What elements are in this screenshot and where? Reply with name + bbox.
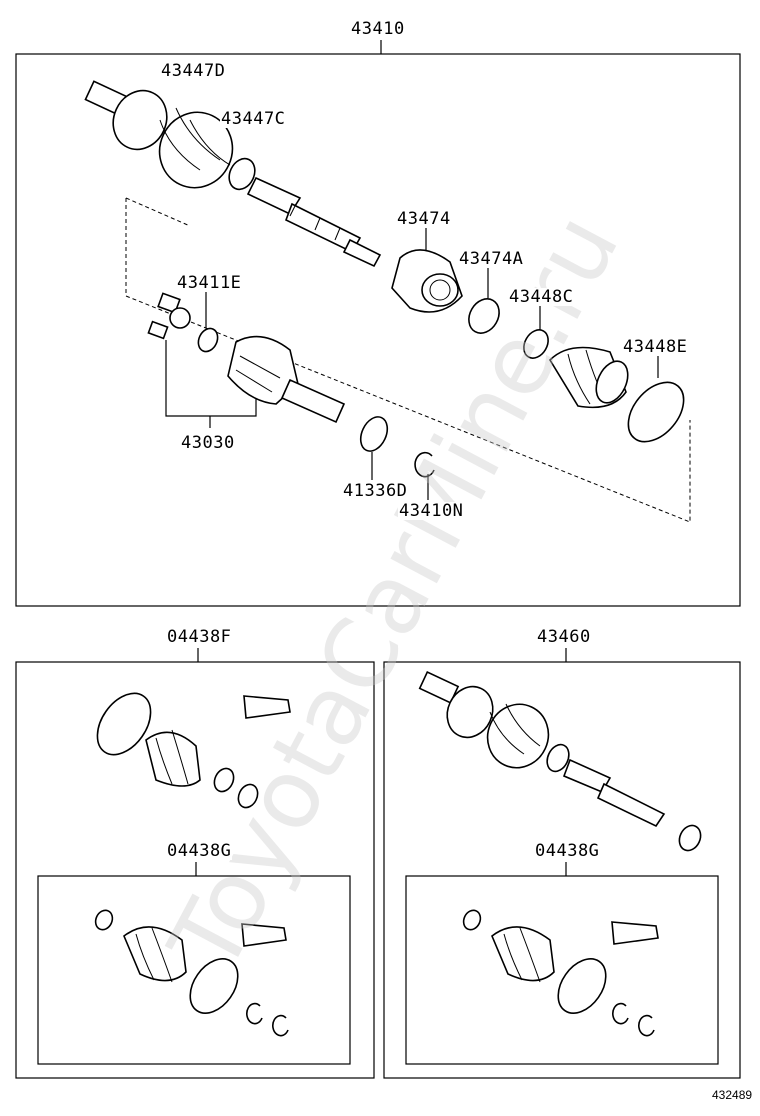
dust-seal-part[interactable]	[356, 413, 393, 456]
label-43030[interactable]: 43030	[180, 433, 236, 453]
inner-boot-large-clamp-part[interactable]	[617, 372, 694, 452]
label-04438g-left[interactable]: 04438G	[166, 841, 233, 861]
outer-assy-frame	[383, 661, 741, 1079]
damper-clamp-part[interactable]	[463, 293, 505, 338]
boot-kit-outer-sub-parts[interactable]	[461, 908, 659, 1037]
inner-boot-small-clamp-part[interactable]	[519, 326, 553, 363]
label-43447c[interactable]: 43447C	[220, 109, 287, 129]
boot-kit-inner-sub-parts[interactable]	[93, 908, 289, 1037]
label-43411e[interactable]: 43411E	[176, 273, 243, 293]
label-43410n[interactable]: 43410N	[398, 501, 465, 521]
tripod-snap-ring-part[interactable]	[195, 325, 221, 354]
snap-ring-part[interactable]	[414, 451, 435, 478]
label-04438g-right[interactable]: 04438G	[534, 841, 601, 861]
label-43460[interactable]: 43460	[536, 627, 592, 647]
boot-kit-inner-sub-frame	[37, 875, 351, 1065]
label-43410[interactable]: 43410	[350, 19, 406, 39]
boot-kit-outer-sub-frame	[405, 875, 719, 1065]
boot-kit-inner-parts[interactable]	[86, 684, 291, 811]
outer-shaft-assy-part[interactable]	[418, 671, 705, 854]
drive-shaft-outer-joint[interactable]	[84, 80, 382, 268]
label-43448c[interactable]: 43448C	[508, 287, 575, 307]
assy-43410-frame	[15, 53, 741, 607]
label-04438f[interactable]: 04438F	[166, 627, 233, 647]
label-41336d[interactable]: 41336D	[342, 481, 409, 501]
label-43447d[interactable]: 43447D	[160, 61, 227, 81]
damper-part[interactable]	[391, 249, 463, 313]
label-43474a[interactable]: 43474A	[458, 249, 525, 269]
tripod-part[interactable]	[147, 292, 191, 340]
label-43474[interactable]: 43474	[396, 209, 452, 229]
label-43448e[interactable]: 43448E	[622, 337, 689, 357]
boot-kit-inner-frame	[15, 661, 375, 1079]
figure-number: 432489	[712, 1088, 753, 1102]
inner-joint-housing-part[interactable]	[227, 335, 346, 424]
inner-boot-part[interactable]	[548, 346, 634, 409]
inner-joint-group-outline	[125, 198, 691, 523]
